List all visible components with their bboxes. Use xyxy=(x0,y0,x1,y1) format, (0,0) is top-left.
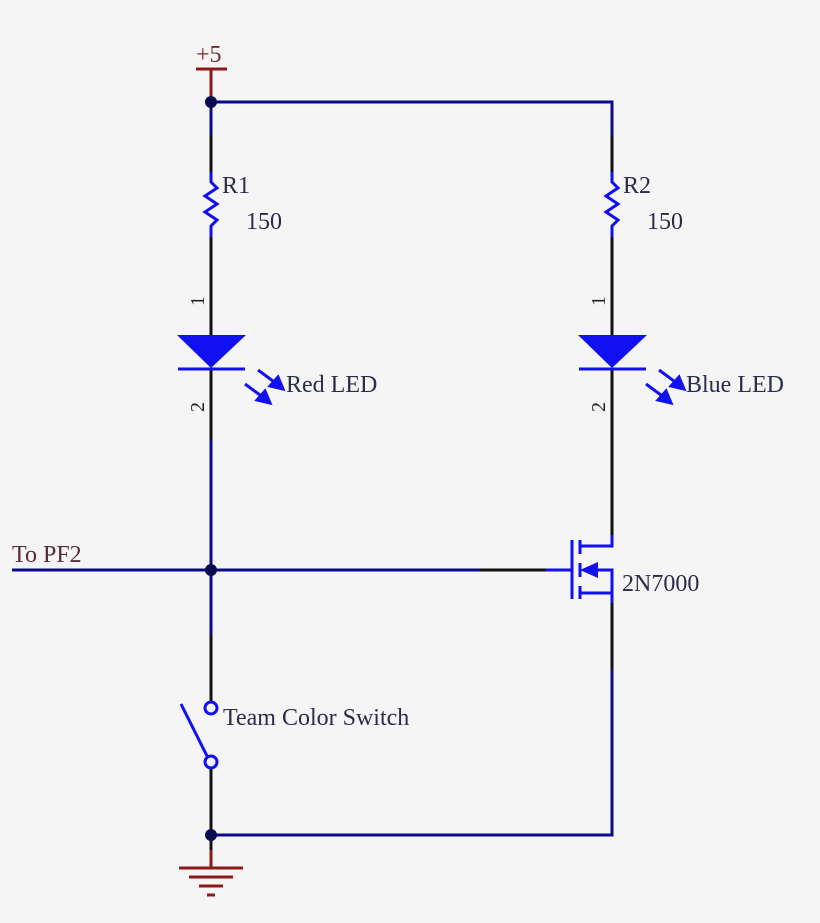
red-led-symbol xyxy=(177,335,286,406)
r2-value: 150 xyxy=(647,209,683,235)
right-branch-wire xyxy=(211,135,614,837)
junction-dot xyxy=(205,829,217,841)
junction-dot xyxy=(205,564,217,576)
switch-label: Team Color Switch xyxy=(223,705,409,731)
led2-pin1: 1 xyxy=(588,296,610,306)
mosfet-symbol xyxy=(546,535,614,603)
net-label: To PF2 xyxy=(12,542,82,568)
light-arrows-icon xyxy=(244,368,286,406)
mosfet-label: 2N7000 xyxy=(622,571,699,597)
red-led-label: Red LED xyxy=(286,372,377,398)
led1-pin1: 1 xyxy=(187,296,209,306)
r1-ref: R1 xyxy=(222,173,250,199)
power-label: +5 xyxy=(196,42,222,68)
r1-value: 150 xyxy=(246,209,282,235)
r2-ref: R2 xyxy=(623,173,651,199)
resistor-r1-symbol xyxy=(202,172,220,237)
ground-icon xyxy=(179,850,243,897)
blue-led-symbol xyxy=(578,335,687,406)
led1-pin2: 2 xyxy=(187,402,209,412)
junction-dot xyxy=(205,96,217,108)
resistor-r2-symbol xyxy=(603,172,621,237)
blue-led-label: Blue LED xyxy=(686,372,784,398)
light-arrows-icon xyxy=(645,368,687,406)
led2-pin2: 2 xyxy=(588,402,610,412)
switch-symbol xyxy=(179,700,219,770)
top-wire xyxy=(209,100,614,135)
